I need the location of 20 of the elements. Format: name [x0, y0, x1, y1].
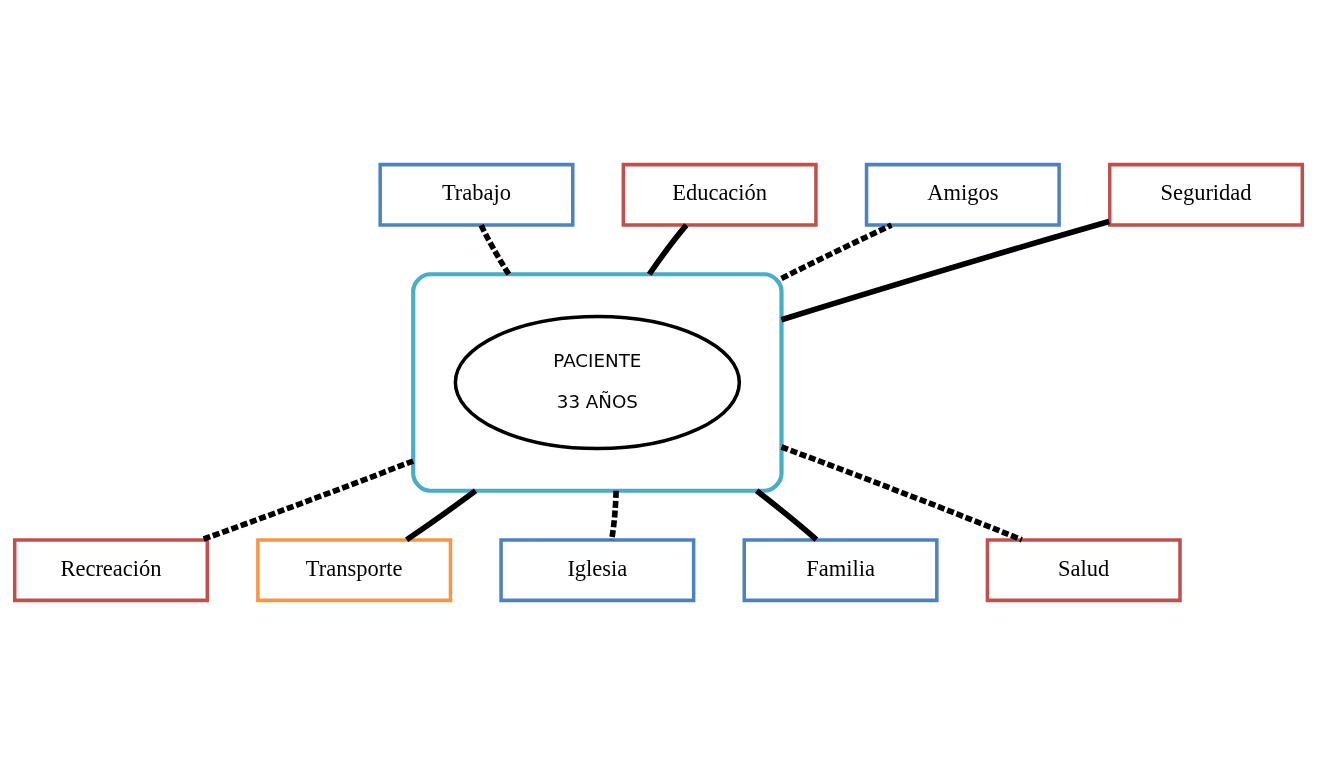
node-box: Familia: [742, 537, 939, 602]
connector: [200, 457, 415, 543]
connector: [405, 488, 478, 542]
connector: [780, 218, 1110, 322]
connector: [754, 488, 819, 542]
node-box: Iglesia: [499, 537, 696, 602]
node-box: Recreación: [12, 537, 210, 602]
node-box: Trabajo: [378, 162, 575, 227]
connector: [646, 222, 689, 276]
node-box: Amigos: [864, 162, 1061, 227]
connector: [608, 490, 619, 540]
node-box: Transporte: [256, 537, 453, 602]
connector: [478, 223, 512, 276]
node-box: Salud: [985, 537, 1182, 602]
node-box: Seguridad: [1107, 162, 1305, 227]
node-ellipse: PACIENTE 33 AÑOS: [453, 314, 742, 450]
node-box: Educación: [621, 162, 818, 227]
connector: [780, 443, 1023, 542]
connector: [780, 222, 893, 281]
cluster: [411, 271, 784, 493]
